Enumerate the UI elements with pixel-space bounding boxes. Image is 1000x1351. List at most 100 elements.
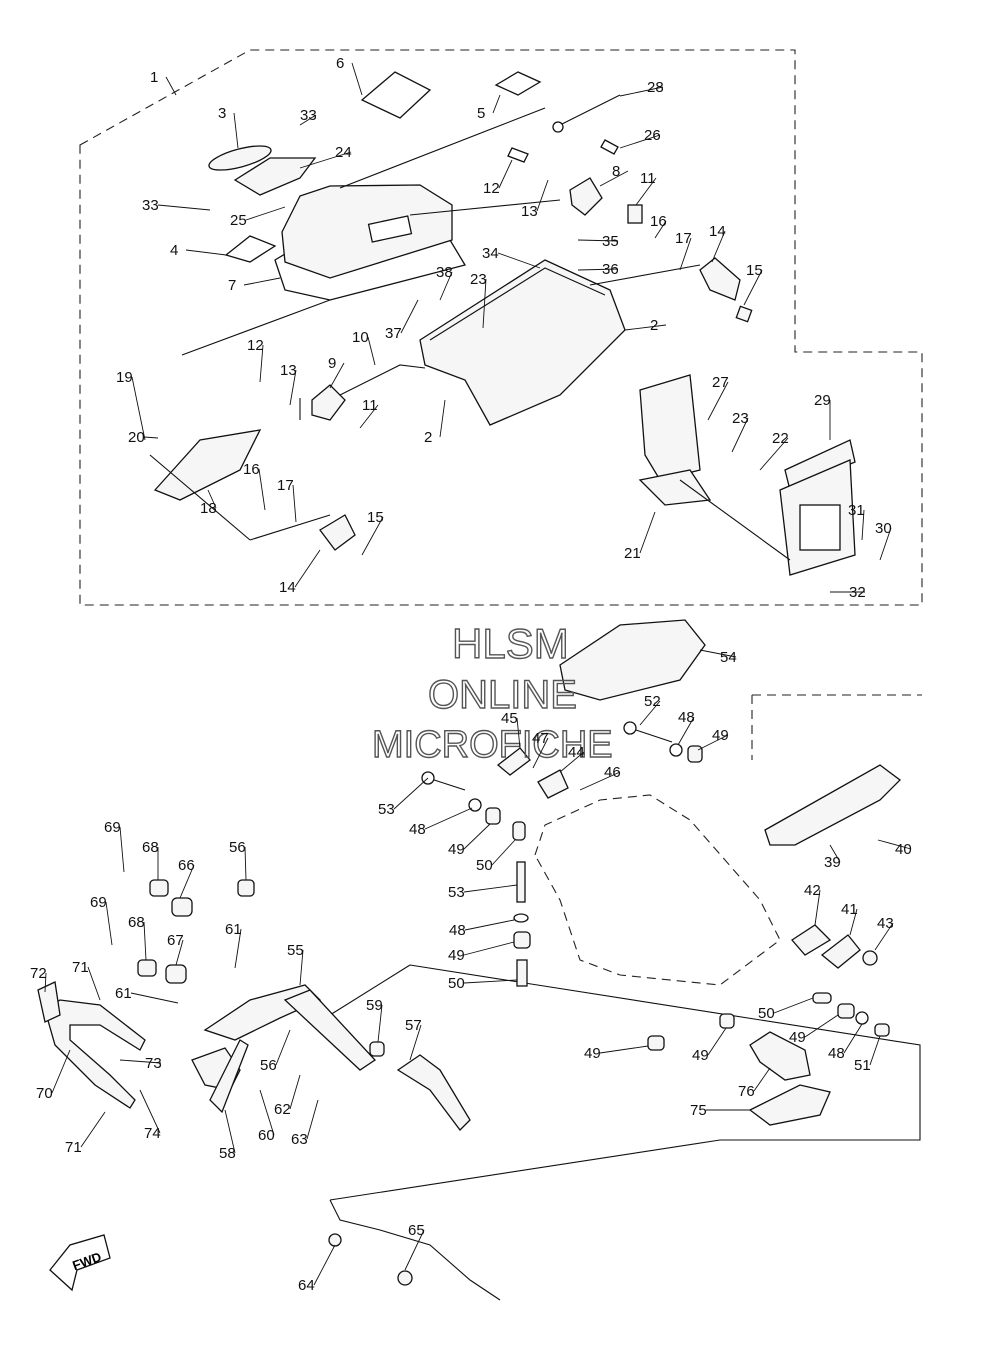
leader-c3: [233, 112, 239, 149]
callout-c24: 24: [335, 144, 352, 161]
part-4-label: [224, 235, 277, 263]
callout-c17a: 17: [675, 230, 692, 247]
fwd-arrow-icon: [49, 1234, 111, 1292]
callout-c12b: 12: [247, 337, 264, 354]
callout-c62: 62: [274, 1101, 291, 1118]
part-storage-phantom: [534, 794, 781, 986]
leader-c71b: [80, 1111, 106, 1148]
part-2-box-rim: [429, 267, 606, 341]
part-39-front-cover: [764, 764, 901, 846]
part-41-fitting: [820, 934, 861, 969]
callout-c30: 30: [875, 520, 892, 537]
watermark-line1: HLSM: [452, 620, 569, 667]
leader-c49a: [697, 734, 729, 751]
part-50-collar-b: [516, 959, 528, 987]
callout-c5: 5: [477, 105, 485, 122]
callout-c21: 21: [624, 545, 641, 562]
part-52-bolt: [629, 727, 673, 743]
leader-c48b: [424, 807, 473, 830]
leader-c60: [259, 1089, 275, 1136]
part-56-bushing-a: [237, 879, 255, 897]
part-68-bushing-b: [137, 959, 157, 977]
leader-c36: [577, 268, 619, 271]
leader-c33b: [157, 204, 211, 211]
leader-c49b: [463, 823, 491, 850]
callout-c36: 36: [602, 261, 619, 278]
part-2-storage-box: [419, 259, 626, 426]
leader-c59: [377, 1004, 383, 1043]
leader-c53b: [463, 884, 518, 893]
callout-c28: 28: [647, 79, 664, 96]
part-29-vent: [784, 439, 856, 491]
callout-c65: 65: [408, 1222, 425, 1239]
callout-c33a: 33: [300, 107, 317, 124]
part-lid-hatch: [367, 215, 413, 243]
callout-c68b: 68: [128, 914, 145, 931]
callout-c14b: 14: [279, 579, 296, 596]
callout-c45: 45: [501, 710, 518, 727]
callout-c13a: 13: [521, 203, 538, 220]
leader-c50a: [491, 839, 516, 866]
part-49-grommet-d: [837, 1003, 855, 1019]
callout-c38: 38: [436, 264, 453, 281]
part-28-hinge: [559, 94, 621, 126]
callout-c54: 54: [720, 649, 737, 666]
leader-c66: [179, 864, 195, 899]
callout-c8: 8: [612, 163, 620, 180]
leader-c52: [639, 700, 661, 726]
callout-c51: 51: [854, 1057, 871, 1074]
leader-c44: [559, 751, 585, 773]
callout-c64: 64: [298, 1277, 315, 1294]
leader-c12b: [259, 344, 264, 383]
callout-c31: 31: [848, 502, 865, 519]
callout-c49b: 49: [448, 841, 465, 858]
part-65-nut: [397, 1270, 413, 1286]
callout-c49d: 49: [789, 1029, 806, 1046]
callout-c47: 47: [532, 730, 549, 747]
part-49-grommet-c: [513, 931, 531, 949]
callout-c10: 10: [352, 329, 369, 346]
part-50-collar-a: [512, 821, 526, 841]
callout-c72: 72: [30, 965, 47, 982]
leader-c48c: [464, 919, 515, 931]
part-48-washer-b: [468, 798, 482, 812]
leader-c39: [829, 844, 841, 863]
part-27-bracket: [639, 374, 701, 481]
callout-c57: 57: [405, 1017, 422, 1034]
callout-c35: 35: [602, 233, 619, 250]
leader-c20: [143, 436, 159, 439]
callout-c76: 76: [738, 1083, 755, 1100]
leader-c11b: [359, 404, 379, 429]
watermark-line3: MICROFICHE: [372, 724, 613, 766]
part-52-head: [623, 721, 637, 735]
leader-c56b: [275, 1029, 291, 1066]
part-14-bracket-lower: [319, 514, 356, 551]
callout-c33b: 33: [142, 197, 159, 214]
part-24-handle-base: [233, 157, 317, 196]
leader-c76: [753, 1067, 771, 1092]
callout-c61b: 61: [115, 985, 132, 1002]
leader-c49c: [463, 941, 515, 956]
callout-c37: 37: [385, 325, 402, 342]
callout-c6: 6: [336, 55, 344, 72]
part-49-grommet-f: [647, 1035, 665, 1051]
leader-c58: [224, 1109, 236, 1154]
leader-c26: [619, 134, 661, 149]
leader-c67: [175, 939, 184, 966]
callout-c4: 4: [170, 242, 178, 259]
callout-c59: 59: [366, 997, 383, 1014]
leader-c15a: [743, 269, 763, 306]
leader-c69b: [105, 901, 113, 946]
part-42-gasket: [791, 924, 832, 956]
callout-c75: 75: [690, 1102, 707, 1119]
leader-c24: [299, 151, 352, 169]
callout-c15a: 15: [746, 262, 763, 279]
leader-c18: [207, 489, 217, 509]
part-14-bracket-upper: [699, 257, 741, 301]
leader-c40: [877, 839, 912, 850]
leader-c73: [119, 1059, 162, 1064]
callout-c52: 52: [644, 693, 661, 710]
callout-c43: 43: [877, 915, 894, 932]
leader-c23a: [482, 278, 487, 329]
